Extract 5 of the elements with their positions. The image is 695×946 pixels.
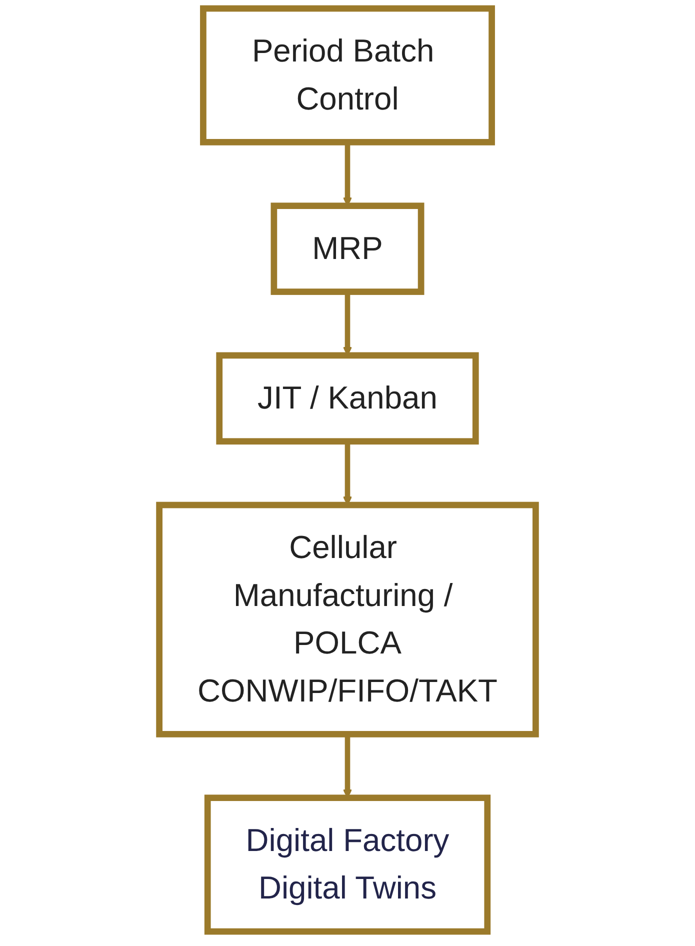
node-box: Cellular Manufacturing / POLCA CONWIP/FIFO/TAKT [156, 502, 539, 738]
node-box: Period Batch Control [200, 5, 495, 146]
node-box: MRP [270, 202, 424, 295]
node-box: Digital Factory Digital Twins [204, 794, 491, 935]
node-box: JIT / Kanban [216, 352, 479, 445]
